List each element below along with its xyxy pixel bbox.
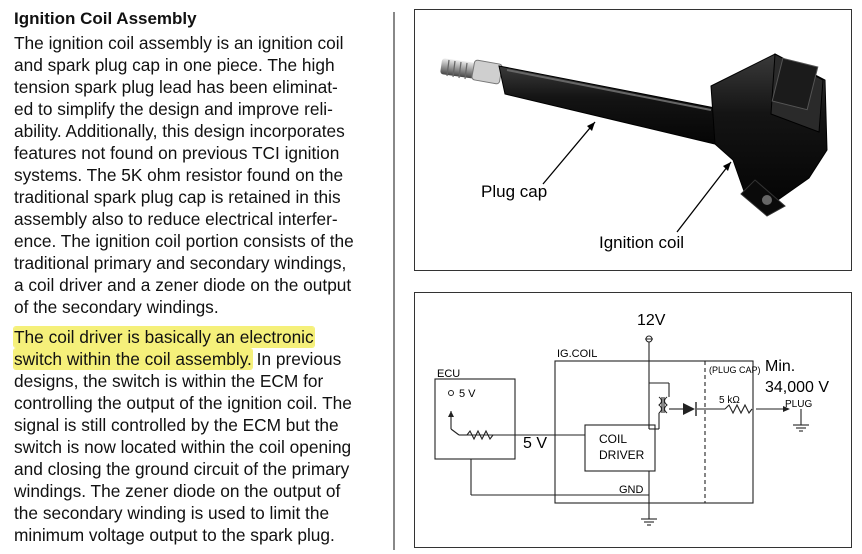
ig-coil-label: IG.COIL xyxy=(557,348,597,360)
coil-photo: Plug cap Ignition coil xyxy=(440,53,828,252)
text-line: tension spark plug lead has been elimina… xyxy=(14,77,338,97)
coil-driver-label-2: DRIVER xyxy=(599,448,645,462)
coil-boot xyxy=(498,65,728,145)
paragraph-2: The coil driver is basically an electron… xyxy=(14,326,380,546)
min-label: Min. xyxy=(765,358,795,375)
text-line: ability. Additionally, this design incor… xyxy=(14,121,345,141)
highlighted-line: switch within the coil assembly. In prev… xyxy=(14,348,380,370)
coil-driver-box xyxy=(584,424,656,472)
highlight-mark: switch within the coil assembly. xyxy=(14,349,252,369)
coil-circuit-diagram-frame: 12V IG.COIL (PLUG CAP) Min. 34,000 V ECU… xyxy=(414,292,852,548)
output-voltage-label: 34,000 V xyxy=(765,379,829,396)
ignition-coil-arrow xyxy=(676,161,732,233)
text-line: and spark plug cap in one piece. The hig… xyxy=(14,55,335,75)
ecu-supply-label: 5 V xyxy=(459,388,476,400)
text-line: and closing the ground circuit of the pr… xyxy=(14,459,350,479)
plug-cap-label: (PLUG CAP) xyxy=(709,365,761,375)
text-line: of the secondary windings. xyxy=(14,297,219,317)
plug-cap-label: Plug cap xyxy=(481,182,547,201)
section-heading: Ignition Coil Assembly xyxy=(14,9,197,28)
text-line: ence. The ignition coil portion consists… xyxy=(14,231,354,251)
text-line: minimum voltage output to the spark plug… xyxy=(14,525,335,545)
paragraph-1: The ignition coil assembly is an ignitio… xyxy=(14,32,380,318)
highlighted-line: The coil driver is basically an electron… xyxy=(14,326,380,348)
text-line: signal is still controlled by the ECM bu… xyxy=(14,415,339,435)
coil-circuit-diagram: 12V IG.COIL (PLUG CAP) Min. 34,000 V ECU… xyxy=(434,312,829,526)
ignition-coil-label: Ignition coil xyxy=(599,233,684,252)
column-divider xyxy=(393,12,395,550)
supply-voltage-label: 12V xyxy=(637,312,666,329)
ecu-label: ECU xyxy=(437,368,460,380)
plug-cap-arrow xyxy=(542,121,596,185)
text-line: a coil driver and a zener diode on the o… xyxy=(14,275,352,295)
zener-diode xyxy=(683,403,695,415)
text-line: assembly also to reduce electrical inter… xyxy=(14,209,338,229)
text-line: systems. The 5K ohm resistor found on th… xyxy=(14,165,344,185)
ecu-box xyxy=(434,378,516,460)
text-line: windings. The zener diode on the output … xyxy=(14,481,341,501)
resistor-label: 5 kΩ xyxy=(719,395,740,406)
text-line: features not found on previous TCI ignit… xyxy=(14,143,340,163)
coil-head xyxy=(710,53,828,217)
text-span: In previous xyxy=(251,349,342,369)
spark-plug-tip xyxy=(440,58,503,85)
text-column: Ignition Coil Assembly The ignition coil… xyxy=(14,8,380,546)
coil-photo-frame: Plug cap Ignition coil xyxy=(414,9,852,271)
ig-coil-box xyxy=(554,360,754,504)
text-line: the secondary winding is used to limit t… xyxy=(14,503,330,523)
plug-label: PLUG xyxy=(785,399,812,410)
signal-voltage-label: 5 V xyxy=(523,435,547,452)
text-line: ed to simplify the design and improve re… xyxy=(14,99,333,119)
text-line: controlling the output of the ignition c… xyxy=(14,393,352,413)
text-line: designs, the switch is within the ECM fo… xyxy=(14,371,324,391)
ground-label: GND xyxy=(619,484,644,496)
text-line: traditional spark plug cap is retained i… xyxy=(14,187,341,207)
text-line: traditional primary and secondary windin… xyxy=(14,253,347,273)
highlight-mark: The coil driver is basically an electron… xyxy=(14,327,314,347)
text-line: The ignition coil assembly is an ignitio… xyxy=(14,33,344,53)
text-line: switch is now located within the coil op… xyxy=(14,437,352,457)
coil-driver-label-1: COIL xyxy=(599,432,627,446)
